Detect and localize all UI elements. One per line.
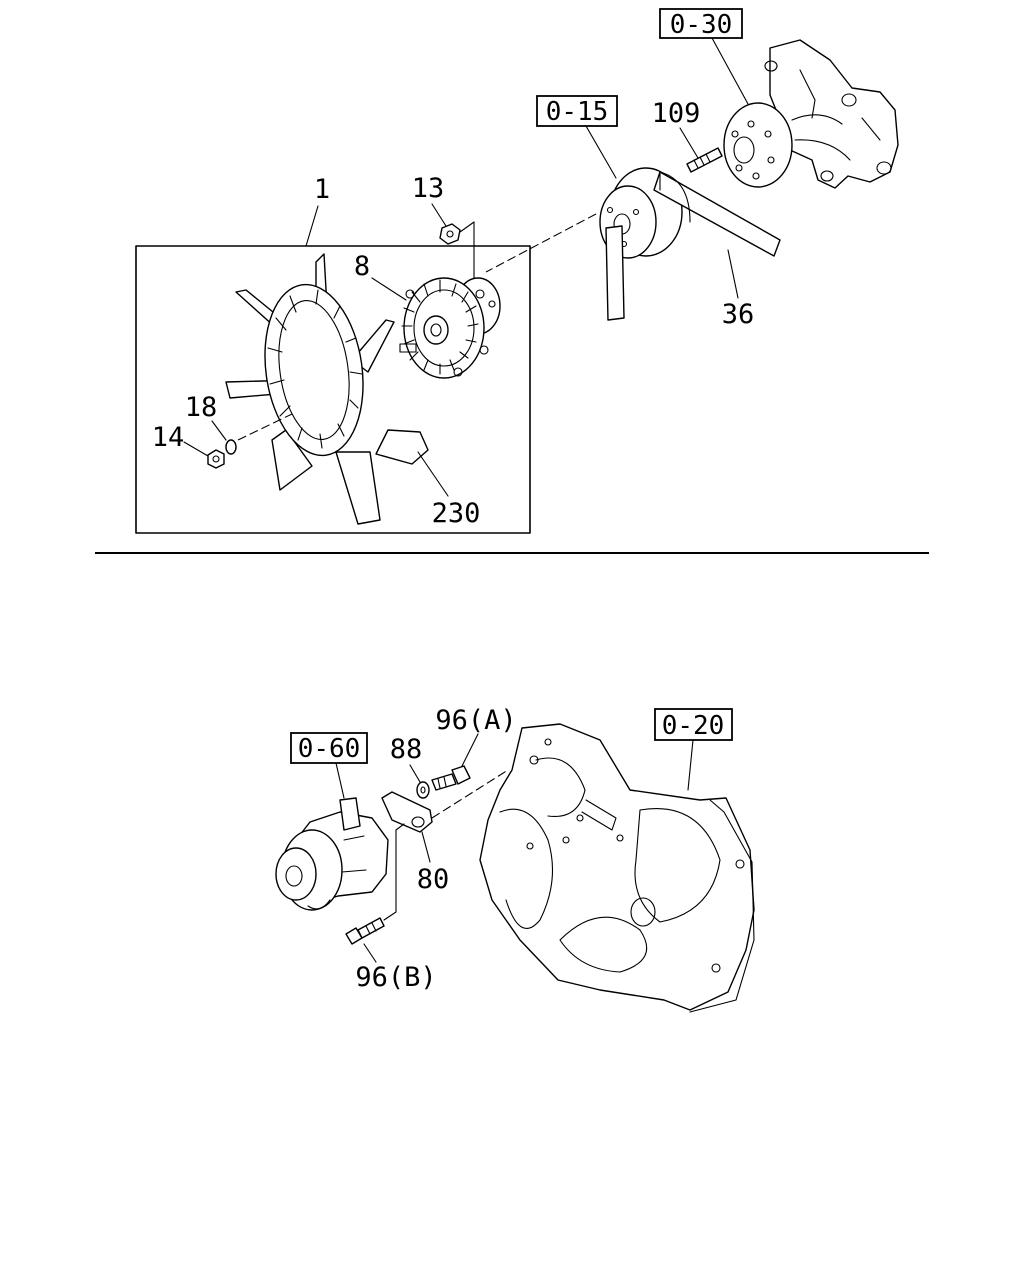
ref-box-0-60	[290, 732, 368, 764]
cooling-fan-drawing	[225, 253, 429, 525]
part-label-18: 18	[185, 392, 218, 423]
gear-case-drawing	[479, 723, 755, 1013]
part-label-88: 88	[390, 734, 423, 765]
bracket-80-drawing	[381, 791, 433, 833]
part-label-96b: 96(B)	[355, 962, 436, 993]
v-belt-drawing	[605, 171, 781, 321]
ref-box-0-30	[659, 8, 743, 39]
part-label-96a: 96(A)	[435, 705, 516, 736]
water-pump-drawing	[723, 39, 899, 189]
part-label-109: 109	[652, 98, 701, 129]
fan-assembly-frame	[135, 245, 531, 534]
bolt-96a-drawing	[431, 765, 471, 791]
part-label-1: 1	[314, 174, 330, 205]
part-label-8: 8	[354, 251, 370, 282]
part-label-80: 80	[417, 864, 450, 895]
nut-13-drawing	[439, 223, 461, 245]
part-label-14: 14	[152, 422, 185, 453]
ref-label-0-60: 0-60	[298, 734, 361, 764]
bolt-96b-drawing	[345, 917, 385, 945]
stud-drawing	[686, 147, 723, 173]
nut-14-drawing	[207, 449, 225, 469]
ref-box-0-20	[654, 708, 733, 741]
washer-88-drawing	[416, 781, 430, 799]
steering-pump-drawing	[275, 797, 389, 911]
part-label-230: 230	[432, 498, 481, 529]
ref-label-0-15: 0-15	[546, 97, 609, 127]
fan-clutch-drawing	[399, 277, 501, 379]
washer-18-drawing	[225, 439, 237, 455]
ref-label-0-20: 0-20	[662, 711, 725, 741]
part-label-13: 13	[412, 173, 445, 204]
part-label-36: 36	[722, 299, 755, 330]
ref-label-0-30: 0-30	[670, 10, 733, 40]
ref-box-0-15	[536, 95, 618, 127]
